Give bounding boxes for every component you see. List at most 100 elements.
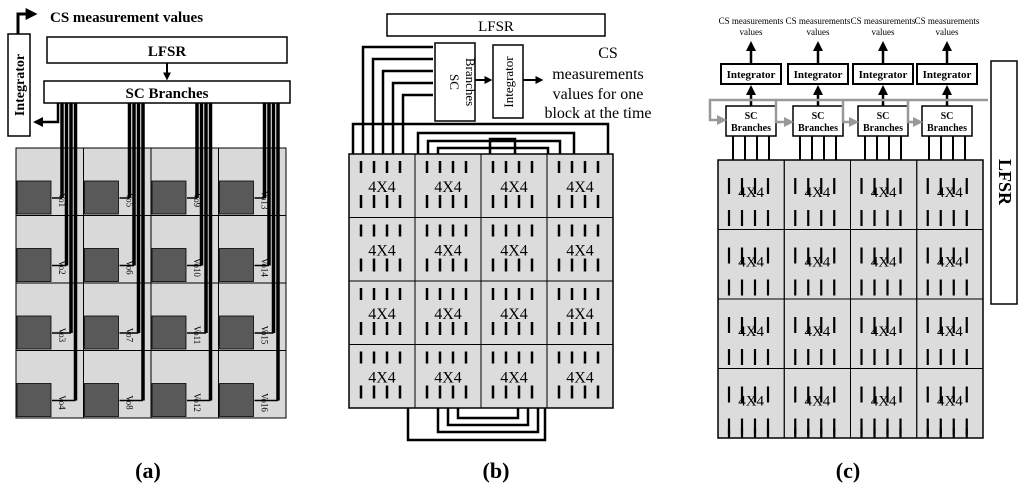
sc-branches-box bbox=[434, 42, 476, 122]
block-array-c: 4X44X44X44X44X44X44X44X44X44X44X44X44X44… bbox=[717, 159, 984, 439]
left-bus-wires bbox=[361, 45, 433, 155]
sc-label-line2: Branches bbox=[927, 123, 967, 134]
column-units-c: CS measurementsvaluesIntegratorSCBranche… bbox=[719, 16, 980, 160]
block-label: 4X4 bbox=[738, 324, 764, 340]
integrator-box bbox=[852, 63, 914, 85]
block-label: 4X4 bbox=[804, 185, 830, 201]
photodiode-block bbox=[151, 248, 187, 282]
lfsr-box bbox=[990, 60, 1018, 305]
block-label: 4X4 bbox=[738, 393, 764, 409]
pixel-label: Vo10 bbox=[192, 258, 202, 277]
pixel-label: Vo2 bbox=[57, 260, 67, 274]
integrator-box bbox=[916, 63, 978, 85]
sc-label-line2: Branches bbox=[731, 123, 771, 134]
block-label: 4X4 bbox=[804, 254, 830, 270]
panel-b: LFSR SC Branches Integrator CS measureme… bbox=[348, 13, 652, 483]
integrator-label: Integrator bbox=[501, 56, 516, 108]
pixel-label: Vo16 bbox=[260, 393, 270, 412]
cs-line-3: values for one bbox=[553, 86, 644, 103]
block-label: 4X4 bbox=[738, 185, 764, 201]
pixel-label: Vo8 bbox=[125, 395, 135, 410]
block-label: 4X4 bbox=[937, 393, 963, 409]
cs-line-1: CS bbox=[598, 45, 618, 62]
block-label: 4X4 bbox=[500, 242, 528, 259]
sc-label-line1: SC bbox=[745, 111, 758, 122]
block-label: 4X4 bbox=[566, 242, 594, 259]
block-label: 4X4 bbox=[871, 254, 897, 270]
block-label: 4X4 bbox=[500, 179, 528, 196]
lfsr-box bbox=[386, 13, 606, 37]
photodiode-block bbox=[84, 180, 119, 215]
block-label: 4X4 bbox=[937, 324, 963, 340]
pixel-label: Vo15 bbox=[260, 326, 270, 345]
pixel-label: Vo6 bbox=[125, 260, 135, 275]
block-label: 4X4 bbox=[434, 179, 462, 196]
block-label: 4X4 bbox=[500, 306, 528, 323]
sc-branches-box bbox=[43, 80, 291, 104]
block-cell bbox=[916, 368, 984, 439]
sc-branches-label: SC Branches bbox=[126, 86, 209, 102]
top-loop-wires bbox=[351, 122, 610, 155]
cs-label-line1: CS measurements bbox=[915, 16, 980, 26]
block-label: 4X4 bbox=[804, 324, 830, 340]
lfsr-label: LFSR bbox=[995, 159, 1015, 206]
block-label: 4X4 bbox=[368, 306, 396, 323]
block-label: 4X4 bbox=[937, 254, 963, 270]
block-label: 4X4 bbox=[871, 393, 897, 409]
integrator-box bbox=[720, 63, 782, 85]
sc-label-line1: SC bbox=[812, 111, 825, 122]
panel-c: CS measurementsvaluesIntegratorSCBranche… bbox=[708, 16, 1018, 483]
caption-c: (c) bbox=[836, 458, 860, 483]
photodiode-block bbox=[84, 248, 119, 282]
serial-arrow-line bbox=[708, 98, 988, 125]
photodiode-block bbox=[16, 383, 52, 417]
pixel-label: Vo12 bbox=[192, 393, 202, 412]
photodiode-block bbox=[151, 180, 187, 215]
pixel-label: Vo9 bbox=[192, 193, 202, 208]
pixel-labels: Vo1Vo2Vo3Vo4Vo5Vo6Vo7Vo8Vo9Vo10Vo11Vo12V… bbox=[57, 191, 270, 413]
photodiode-block bbox=[219, 248, 254, 282]
bottom-loop-wires bbox=[406, 408, 547, 442]
pixel-array bbox=[15, 103, 287, 419]
sc-branches-box bbox=[725, 105, 777, 137]
pixel-label: Vo3 bbox=[57, 328, 67, 343]
cs-label-line2: values bbox=[807, 27, 830, 37]
integrator-label: Integrator bbox=[859, 69, 908, 81]
block-label: 4X4 bbox=[368, 179, 396, 196]
integrator-label: Integrator bbox=[13, 54, 28, 116]
cs-label-line2: values bbox=[740, 27, 763, 37]
panel-a: CS measurement values Integrator LFSR SC… bbox=[7, 8, 291, 483]
pixel-label: Vo5 bbox=[125, 193, 135, 208]
block-label: 4X4 bbox=[566, 179, 594, 196]
sc-label-line1: SC bbox=[941, 111, 954, 122]
sc-to-integrator-arrow bbox=[33, 103, 60, 127]
block-label: 4X4 bbox=[566, 306, 594, 323]
pixel-label: Vo7 bbox=[125, 328, 135, 343]
integrator-box bbox=[787, 63, 849, 85]
block-label: 4X4 bbox=[368, 369, 396, 386]
integrator-box bbox=[492, 44, 524, 119]
block-label: 4X4 bbox=[871, 324, 897, 340]
gray-link-arrow bbox=[906, 100, 923, 127]
sc-label-line2: Branches bbox=[798, 123, 838, 134]
photodiode-block bbox=[16, 248, 52, 282]
integrator-label: Integrator bbox=[923, 69, 972, 81]
integrator-label: Integrator bbox=[727, 69, 776, 81]
photodiode-block bbox=[219, 383, 254, 417]
block-label: 4X4 bbox=[434, 306, 462, 323]
cs-label-line1: CS measurements bbox=[786, 16, 851, 26]
block-label: 4X4 bbox=[871, 185, 897, 201]
cs-output-arrow bbox=[16, 8, 38, 34]
block-cell bbox=[546, 344, 614, 409]
sc-branches-box bbox=[857, 105, 909, 137]
sc-label-line2: Branches bbox=[863, 123, 903, 134]
photodiode-block bbox=[151, 315, 187, 350]
cs-label-line1: CS measurements bbox=[719, 16, 784, 26]
cs-line-2: measurements bbox=[552, 66, 644, 83]
photodiode-block bbox=[16, 180, 52, 215]
cs-label-line1: CS measurements bbox=[851, 16, 916, 26]
sc-label-line2: Branches bbox=[463, 58, 478, 106]
photodiode-block bbox=[219, 315, 254, 350]
